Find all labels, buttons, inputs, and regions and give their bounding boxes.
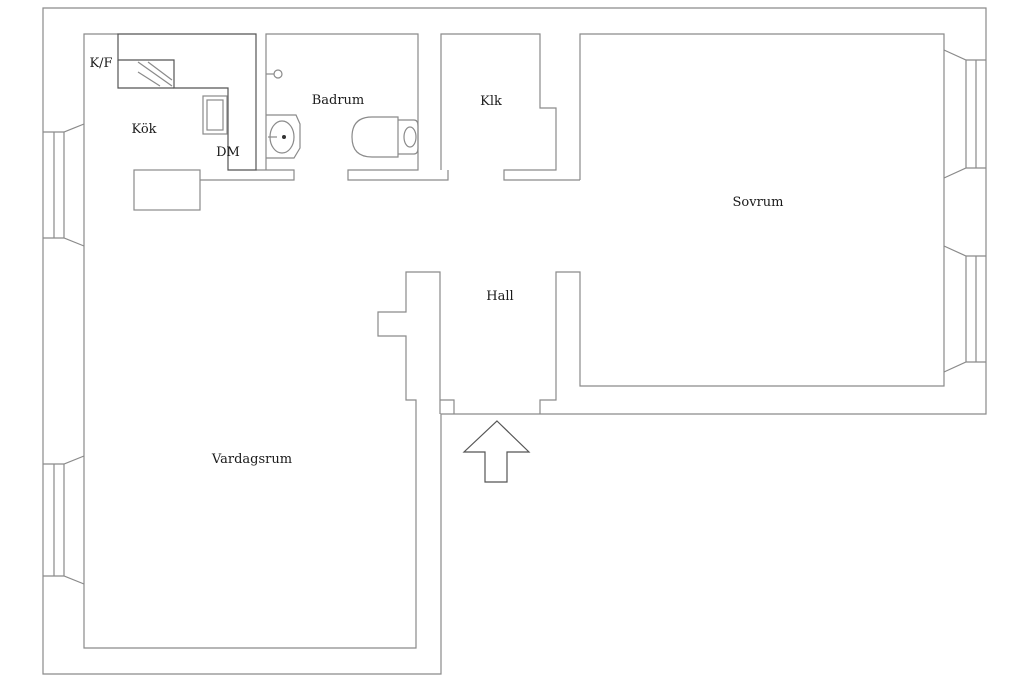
living-room-outline [83, 33, 441, 649]
toilet-icon [351, 116, 419, 158]
room-label-kok: Kök [131, 122, 156, 137]
hall-outline [440, 399, 455, 414]
window-left-lower [43, 455, 85, 585]
room-label-vardagsrum: Vardagsrum [211, 452, 292, 467]
window-right-upper [943, 49, 986, 179]
dishwasher-sink-icon [202, 95, 228, 135]
faucet-icon [266, 69, 283, 79]
bathroom-outline [265, 33, 449, 181]
room-label-sovrum: Sovrum [733, 195, 784, 210]
room-label-klk: Klk [480, 94, 502, 109]
room-label-dm: DM [216, 145, 240, 160]
stove-icon [137, 61, 173, 87]
bedroom-outline [539, 33, 945, 414]
outer-walls [42, 7, 987, 675]
kitchen-island [133, 169, 201, 211]
entrance-arrow-icon [462, 420, 531, 483]
window-right-lower [943, 245, 986, 373]
sink-icon [266, 114, 301, 159]
kitchen-counter [117, 33, 257, 211]
closet-outline [440, 33, 580, 181]
window-left-upper [43, 123, 85, 247]
room-label-badrum: Badrum [312, 93, 365, 108]
room-label-kf: K/F [89, 56, 112, 71]
room-label-hall: Hall [486, 289, 513, 304]
